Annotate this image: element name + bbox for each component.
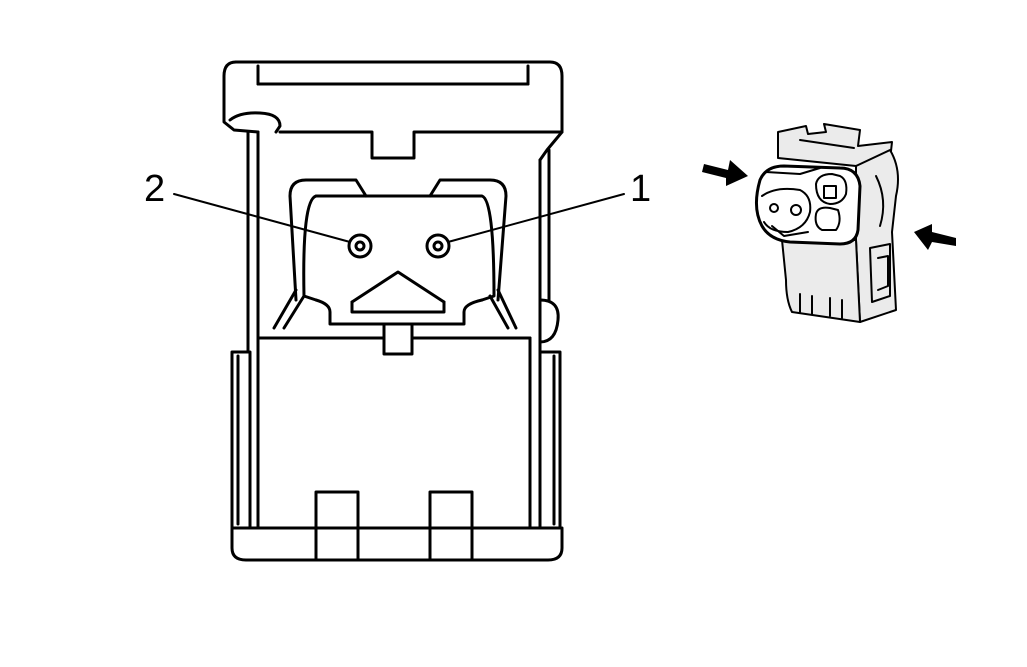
arrow-right-icon — [914, 224, 956, 250]
pin-label-2: 2 — [144, 168, 165, 210]
connector-front-view — [222, 60, 564, 562]
bottom-slot-right — [428, 490, 474, 562]
connector-isometric-view — [755, 123, 899, 323]
connector-side-walls — [246, 130, 551, 354]
terminal-cavity — [272, 178, 518, 356]
connector-top-cap — [222, 60, 564, 162]
pin-label-group-2: 2 — [144, 168, 351, 243]
pin-label-1: 1 — [630, 168, 651, 210]
arrow-left-icon — [702, 160, 748, 186]
connector-lower-body — [230, 336, 564, 562]
pin-terminal-1 — [425, 233, 451, 259]
connector-side-boss — [538, 298, 560, 344]
bottom-slot-left — [314, 490, 360, 562]
pin-terminal-2 — [347, 233, 373, 259]
pin-label-group-1: 1 — [447, 168, 651, 243]
leader-line-1 — [447, 193, 625, 243]
leader-line-2 — [173, 193, 351, 243]
